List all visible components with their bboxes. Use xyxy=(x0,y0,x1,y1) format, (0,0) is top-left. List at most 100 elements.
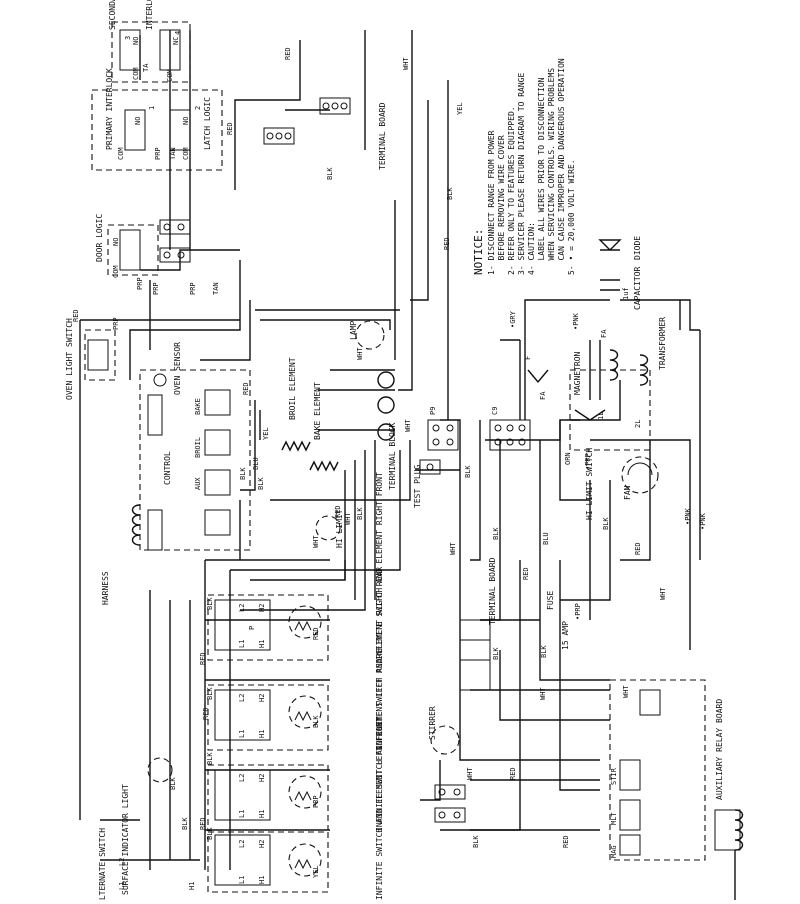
label-control: CONTROL xyxy=(163,451,172,485)
oven-light-switch xyxy=(87,339,109,371)
infinite-switch-groups xyxy=(207,594,329,893)
rf-h2: H2 xyxy=(258,604,266,612)
label-harness: HARNESS xyxy=(101,571,110,605)
notice-title: NOTICE: xyxy=(472,229,485,275)
sec-no: NO xyxy=(132,37,140,45)
latch-no: NO xyxy=(182,117,190,125)
wire-blu-2: BLU xyxy=(542,532,550,545)
wire-blk-13: BLK xyxy=(206,687,214,700)
label-infinite-rr: INFINITE SWITCH AND ELEMENT RIGHT REAR xyxy=(375,567,384,750)
label-p9: P9 xyxy=(429,407,437,415)
wire-red-7: RED xyxy=(522,567,530,580)
wire-orn: ORN xyxy=(564,452,572,465)
primary-interlock-switch xyxy=(124,109,146,151)
lamp-terminal-2 xyxy=(377,396,395,414)
label-test-plug: TEST PLUG xyxy=(413,464,422,508)
notice-line-6: LABEL ALL WIRES PRIOR TO DISCONNECTION xyxy=(537,77,546,275)
wire-blk-7: BLK xyxy=(492,527,500,540)
wire-wht-8: WHT xyxy=(539,687,547,700)
terminal-board-top-a xyxy=(263,127,295,145)
label-primary-interlock: PRIMARY INTERLOCK xyxy=(105,68,114,150)
latch-com: COM xyxy=(182,147,190,160)
magnetron-filament xyxy=(574,409,606,421)
door-prp: PRP xyxy=(136,277,144,290)
label-infinite-lr: INFINITE SWITCH AND ELEMENT LEFT REAR xyxy=(375,654,384,832)
mag-f: F xyxy=(524,356,532,360)
wire-gry: •GRY xyxy=(509,310,517,328)
lf-enclosure xyxy=(207,831,329,893)
hi-limit-disc xyxy=(315,515,341,541)
control-box xyxy=(139,369,251,551)
wire-blk-2: BLK xyxy=(446,187,454,200)
door-com: COM xyxy=(112,265,120,278)
wire-wht-9: WHT xyxy=(622,685,630,698)
label-fuse: FUSE xyxy=(546,591,555,610)
wire-red-1: RED xyxy=(284,47,292,60)
terminal-board-mid-box xyxy=(459,619,491,691)
heating-elements xyxy=(281,440,339,877)
notice-line-4: 3- SERVICER PLEASE RETURN DIAGRAM TO RAN… xyxy=(517,73,526,275)
label-lamp: LAMP xyxy=(349,321,358,340)
pri-com: COM xyxy=(117,147,125,160)
label-magnetron: MAGNETRON xyxy=(573,351,582,395)
lr-h2: H2 xyxy=(258,774,266,782)
door-logic-terminal xyxy=(159,219,191,235)
lamp-terminal-1 xyxy=(377,371,395,389)
wire-wht-6: WHT xyxy=(449,542,457,555)
terminal-labels: NO NC COM COM NO COM PRP TAN NO COM NO C… xyxy=(112,31,642,890)
notice-line-9: 5- • = 20,000 VOLT WIRE. xyxy=(567,159,576,275)
rr-l2: L2 xyxy=(238,694,246,702)
bake-element-coil xyxy=(309,460,339,472)
label-diode: DIODE xyxy=(633,236,642,260)
magnetron-box xyxy=(569,369,651,451)
rr-enclosure xyxy=(207,684,329,751)
label-bake-element: BAKE ELEMENT xyxy=(313,382,322,440)
label-hi-limit: HI LIMIT xyxy=(335,509,344,548)
primary-interlock-box xyxy=(91,89,223,171)
element-lr xyxy=(288,775,322,809)
tag-lf: YEL xyxy=(312,865,320,878)
label-terminal-board-mid: TERMINAL BOARD xyxy=(488,557,497,625)
label-alternate-switch: ALTERNATE SWITCH xyxy=(98,828,107,900)
wire-labels: RED WHT RED YEL BLK BLK RED PRP TAN RED … xyxy=(72,47,707,848)
bake-relay xyxy=(204,389,231,416)
wire-red-11: RED xyxy=(199,652,207,665)
lf-l1: L1 xyxy=(238,876,246,884)
mag-fa: FA xyxy=(539,391,547,400)
transformer-coil xyxy=(589,340,619,400)
infinite-switch-lr-body xyxy=(214,769,271,821)
label-infinite-rf: INFINITE SWITCH AND ELEMENT RIGHT FRONT xyxy=(375,472,384,660)
wire-blk-3: BLK xyxy=(239,467,247,480)
aux-relay-top xyxy=(639,689,661,716)
door-logic-terminal-2 xyxy=(159,247,191,263)
capacitor-plates xyxy=(600,279,620,291)
wire-blk-12: BLK xyxy=(206,597,214,610)
pri-tan: TAN xyxy=(169,147,177,160)
magnetron-fa-terminals xyxy=(527,369,549,383)
terminal-board-top-b xyxy=(319,97,351,115)
wire-red-9: RED xyxy=(509,767,517,780)
wire-red-13: RED xyxy=(202,707,210,720)
door-logic-box xyxy=(107,224,159,276)
wire-yel-2: YEL xyxy=(262,427,270,440)
transformer-secondary xyxy=(639,354,649,386)
stirrer-terminal-a xyxy=(434,784,466,800)
lr-enclosure xyxy=(207,764,329,831)
broil-relay xyxy=(204,429,231,456)
control-connector-bottom xyxy=(147,509,163,551)
label-broil: BROIL xyxy=(194,437,202,458)
control-relay-4 xyxy=(204,509,231,536)
wire-wht-2: WHT xyxy=(356,347,364,360)
fan-motor xyxy=(621,456,659,494)
wire-red-4: RED xyxy=(72,309,80,322)
num-2: 2 xyxy=(194,106,202,110)
notice-block: NOTICE: 1- DISCONNECT RANGE FROM POWER B… xyxy=(472,58,576,275)
auxiliary-relay-box xyxy=(609,679,706,861)
notice-line-2: BEFORE REMOVING WIRE COVER xyxy=(497,135,506,275)
lr-h1: H1 xyxy=(258,810,266,818)
label-oven-light-switch: OVEN LIGHT SWITCH xyxy=(65,318,74,400)
label-surface-indicator-light: SURFACE INDICATOR LIGHT xyxy=(121,784,130,895)
wire-wht-4: WHT xyxy=(344,512,352,525)
label-terminal-board-top: TERMINAL BOARD xyxy=(378,102,387,170)
